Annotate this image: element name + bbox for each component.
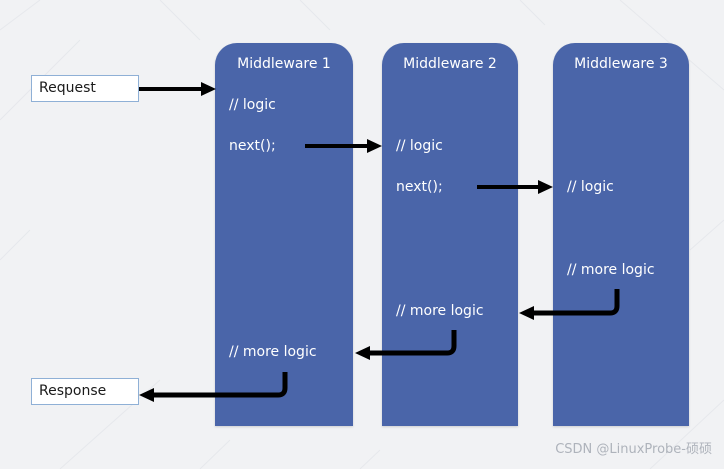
middleware-1-column — [215, 43, 353, 426]
middleware-1-next: next(); — [229, 138, 276, 154]
middleware-3-title: Middleware 3 — [574, 56, 668, 72]
watermark-text: CSDN @LinuxProbe-硕硕 — [555, 442, 712, 457]
middleware-2-column — [382, 43, 518, 426]
middleware-3-column — [553, 43, 689, 426]
middleware-1-more-logic: // more logic — [229, 344, 317, 360]
middleware-2-more-logic: // more logic — [396, 303, 484, 319]
request-arrow — [139, 82, 216, 96]
middleware-2-next: next(); — [396, 179, 443, 195]
response-box: Response — [31, 378, 139, 405]
middleware-1-logic: // logic — [229, 97, 276, 113]
return-arrow-2-to-1-head — [355, 346, 370, 360]
middleware-3-logic: // logic — [567, 179, 614, 195]
middleware-1-title: Middleware 1 — [237, 56, 331, 72]
request-box: Request — [31, 75, 139, 102]
middleware-2-title: Middleware 2 — [403, 56, 497, 72]
return-arrow-3-to-2-head — [519, 306, 534, 320]
response-arrow-head — [139, 388, 154, 402]
middleware-2-logic: // logic — [396, 138, 443, 154]
middleware-3-more-logic: // more logic — [567, 262, 655, 278]
